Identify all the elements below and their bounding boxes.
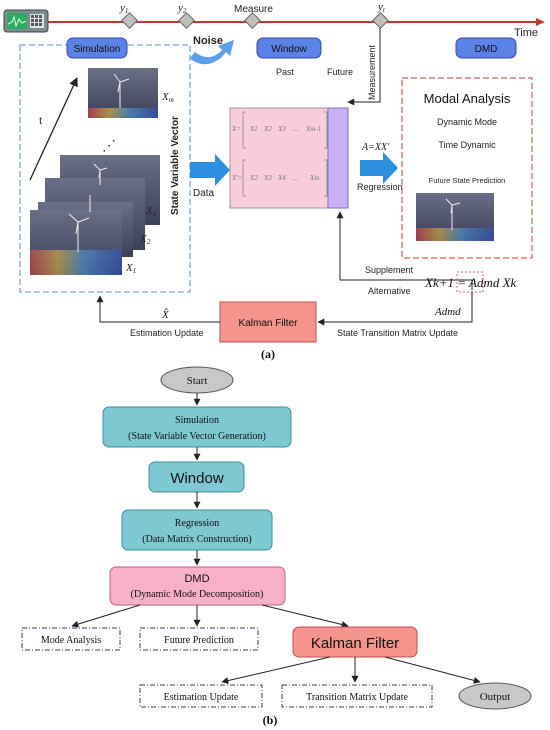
matrix-xp-lhs: X′= (231, 174, 243, 182)
caption-a: (a) (261, 347, 275, 361)
simulation-node-title: Simulation (175, 415, 219, 426)
data-arrow (190, 154, 230, 186)
output-node (458, 682, 532, 710)
arrow-dmd-mode (71, 604, 141, 628)
x3-label: X3 (145, 205, 157, 218)
dynamic-mode-label: Dynamic Mode (437, 117, 497, 127)
start-label: Start (187, 375, 208, 387)
y2-label: y2 (177, 2, 187, 15)
matrix-xp-c2: X3 (263, 174, 272, 182)
monitor-icon (3, 9, 49, 33)
x1-label: X1 (125, 262, 136, 275)
kalman-box-a: Kalman Filter (219, 301, 317, 343)
noise-label: Noise (193, 35, 223, 47)
time-label: Time (514, 27, 538, 39)
dmd-label: DMD (475, 44, 498, 55)
caption-b: (b) (263, 713, 278, 727)
window-pill: Window (256, 37, 322, 59)
data-label: Data (193, 188, 215, 199)
transition-update-node (281, 684, 433, 708)
future-label: Future (327, 67, 353, 77)
future-prediction-label: Future Prediction (164, 635, 234, 646)
estimation-update-node (139, 684, 263, 708)
measure-label: Measure (234, 4, 273, 15)
dmd-node-sub: (Dynamic Mode Decomposition) (131, 589, 264, 600)
ellipsis-dots: ⋰ (102, 139, 116, 154)
window-node-label: Window (170, 470, 224, 487)
marker-yt (372, 12, 389, 29)
dmd-pill: DMD (455, 37, 517, 59)
matrix-x-c3: X3 (277, 125, 286, 133)
flowchart: Start Simulation (State Variable Vector … (21, 366, 532, 727)
admd-highlight (456, 271, 484, 293)
snapshot-xm (88, 68, 158, 118)
past-window (229, 107, 329, 209)
past-label: Past (276, 67, 295, 77)
t-arrow (29, 77, 78, 181)
regression-arrow (360, 152, 398, 184)
matrix-x-c2: X2 (263, 125, 272, 133)
t-label: t (39, 113, 43, 127)
simulation-node-sub: (State Variable Vector Generation) (128, 431, 266, 442)
xhat-label: X̂ (161, 308, 170, 321)
matrix-xp-c4: … (292, 174, 298, 182)
noise-arrow: Noise (190, 35, 234, 65)
modal-analysis-panel: Modal Analysis Dynamic Mode Time Dynamic… (401, 77, 533, 259)
snapshot-stack (30, 155, 160, 275)
xm-label: Xm (161, 91, 174, 104)
matrix-xp-c3: X4 (277, 174, 286, 182)
supplement-label: Supplement (365, 265, 414, 275)
supplement-arrow (336, 211, 473, 290)
marker-y1 (121, 12, 138, 29)
simulation-label: Simulation (74, 44, 121, 55)
mode-analysis-label: Mode Analysis (41, 635, 101, 646)
window-label: Window (271, 44, 307, 55)
measurement-label: Measurement (367, 44, 377, 100)
measurement-arrow (347, 28, 381, 106)
timeline: Time y1 y2 Measure yt (44, 1, 545, 39)
y1-label: y1 (119, 2, 128, 15)
future-state-label: Future State Prediction (429, 176, 506, 185)
future-window (327, 107, 349, 209)
estimation-update-arrow (96, 295, 220, 323)
arrow-kalman-estimation (221, 656, 331, 684)
state-transition-arrow (317, 292, 473, 326)
modal-title: Modal Analysis (424, 91, 511, 106)
dmd-node-title: DMD (184, 573, 209, 585)
matrix-xp-c5: Xm (309, 174, 319, 182)
estimation-update-label: Estimation Update (130, 328, 204, 338)
regression-node-title: Regression (175, 518, 219, 529)
data-matrix: X= X1 X2 X3 … Xm-1 X′= X2 X3 X4 … Xm (229, 107, 349, 209)
marker-y2 (178, 12, 195, 29)
state-transition-label: State Transition Matrix Update (337, 328, 458, 338)
estimation-update-node-label: Estimation Update (164, 692, 239, 703)
state-variable-vector-label: State Variable Vector (170, 116, 181, 215)
matrix-x-c1: X1 (249, 125, 258, 133)
time-dynamic-label: Time Dynamic (438, 140, 496, 150)
alternative-label: Alternative (368, 286, 411, 296)
yt-label: yt (377, 1, 386, 14)
admd-label: Admd (434, 306, 461, 318)
simulation-pill: Simulation (66, 37, 128, 59)
regression-node-sub: (Data Matrix Construction) (142, 534, 251, 545)
marker-measure (244, 12, 261, 29)
matrix-x-c4: … (292, 125, 298, 133)
regression-label: Regression (357, 182, 403, 192)
regression-equation: A=XX′ (361, 142, 390, 153)
equation: Xk+1 = Admd Xk (424, 275, 517, 290)
kalman-label-a: Kalman Filter (239, 318, 299, 329)
arrow-dmd-kalman (261, 604, 349, 628)
matrix-xp-c1: X2 (249, 174, 258, 182)
matrix-x-c5: Xm-1 (305, 125, 321, 133)
transition-update-node-label: Transition Matrix Update (306, 692, 408, 703)
arrow-kalman-output (384, 656, 481, 684)
time-arrow-head (536, 18, 545, 26)
x2-label: X2 (139, 233, 151, 246)
kalman-node-label: Kalman Filter (311, 635, 399, 652)
matrix-x-lhs: X= (231, 125, 241, 133)
output-label: Output (480, 691, 511, 703)
